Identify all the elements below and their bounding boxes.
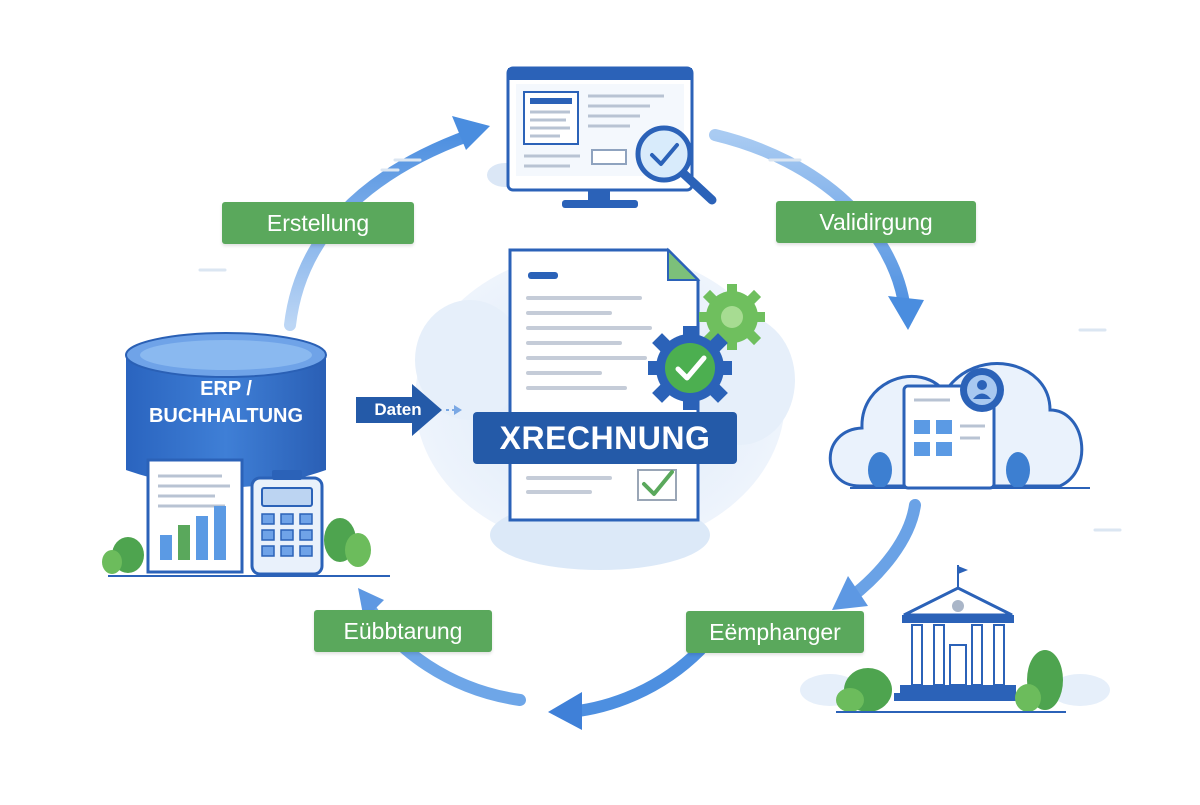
daten-arrow (356, 384, 462, 436)
arrow-arc-empfaenger (844, 499, 921, 604)
step-label-validierung: Validirgung (776, 201, 976, 243)
xrechnung-title: XRECHNUNG (499, 419, 711, 456)
monitor-magnifier-icon (487, 66, 717, 208)
calculator-icon (250, 470, 324, 576)
arrow-arc-bottom (564, 644, 706, 718)
step-label-uebermittlung: Eübbtarung (314, 610, 492, 652)
arrowhead-bottom (548, 692, 582, 730)
erp-label-line1: ERP / (200, 378, 252, 400)
arrowhead-validierung (888, 296, 924, 330)
gear-green-icon (699, 284, 765, 350)
arrowhead-erstellung (452, 116, 490, 150)
step-label-erstellung: Erstellung (222, 202, 414, 244)
erp-label: ERP / BUCHHALTUNG (128, 376, 324, 430)
database-icon (125, 332, 327, 488)
arrowhead-empfaenger (832, 576, 868, 610)
daten-label: Daten (374, 400, 422, 419)
step-label-empfaenger: Eëmphanger (686, 611, 864, 653)
report-chart-icon (146, 458, 244, 574)
erp-label-line2: BUCHHALTUNG (148, 405, 304, 427)
xrechnung-banner (473, 412, 737, 464)
government-building-icon (800, 565, 1110, 713)
cloud-portal-icon (828, 362, 1090, 490)
gear-check-icon (648, 326, 732, 410)
left-trees (102, 518, 390, 577)
